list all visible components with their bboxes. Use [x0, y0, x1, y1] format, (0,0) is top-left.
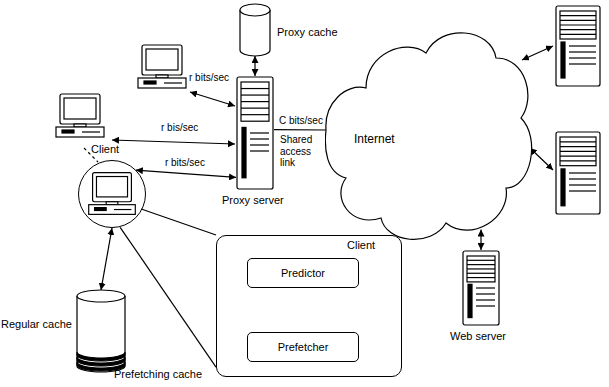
node-icon: [76, 290, 126, 372]
connector: [274, 129, 326, 131]
node-label: Predictor: [281, 267, 325, 280]
client-detail-box: ClientPredictorPrefetcher: [216, 235, 402, 377]
node-label: Regular cache: [1, 318, 72, 331]
client-cache: Regular cachePrefetching cache: [76, 290, 126, 372]
connector: [254, 56, 255, 76]
proxy-cache: Proxy cache: [239, 4, 271, 56]
rate-label: r bits/sec: [188, 72, 230, 84]
node-label: Proxy server: [222, 194, 284, 207]
node-icon: [462, 250, 500, 326]
node-icon: [236, 76, 274, 190]
prefetcher-box: Prefetcher: [247, 332, 359, 362]
link-rate-label: C bits/sec: [278, 115, 324, 127]
node-label: Client: [91, 143, 119, 156]
node-label: Internet: [354, 133, 395, 147]
client-computer: Client: [78, 160, 146, 228]
node-label: Proxy cache: [277, 26, 338, 39]
predictor-box: Predictor: [247, 258, 359, 288]
node-icon: [239, 4, 271, 56]
link-rate-label: r bits/sec: [164, 157, 206, 169]
node-icon: [79, 161, 145, 227]
internet-cloud: Internet: [326, 18, 526, 243]
cloud-outline: [326, 18, 526, 243]
connector: [136, 170, 236, 177]
connector: [480, 230, 481, 251]
node-label: Client: [347, 239, 375, 252]
connector: [120, 227, 216, 367]
node-label: Web server: [450, 330, 506, 343]
rate-label: Shared access link: [279, 134, 325, 169]
connector: [101, 228, 112, 290]
node-label: Prefetching cache: [114, 368, 202, 381]
node-label: Prefetcher: [278, 341, 329, 354]
rate-label: r bis/sec: [160, 122, 199, 134]
web-server: Web server: [462, 250, 500, 326]
connector: [141, 209, 216, 235]
proxy-server: Proxy server: [236, 76, 274, 190]
